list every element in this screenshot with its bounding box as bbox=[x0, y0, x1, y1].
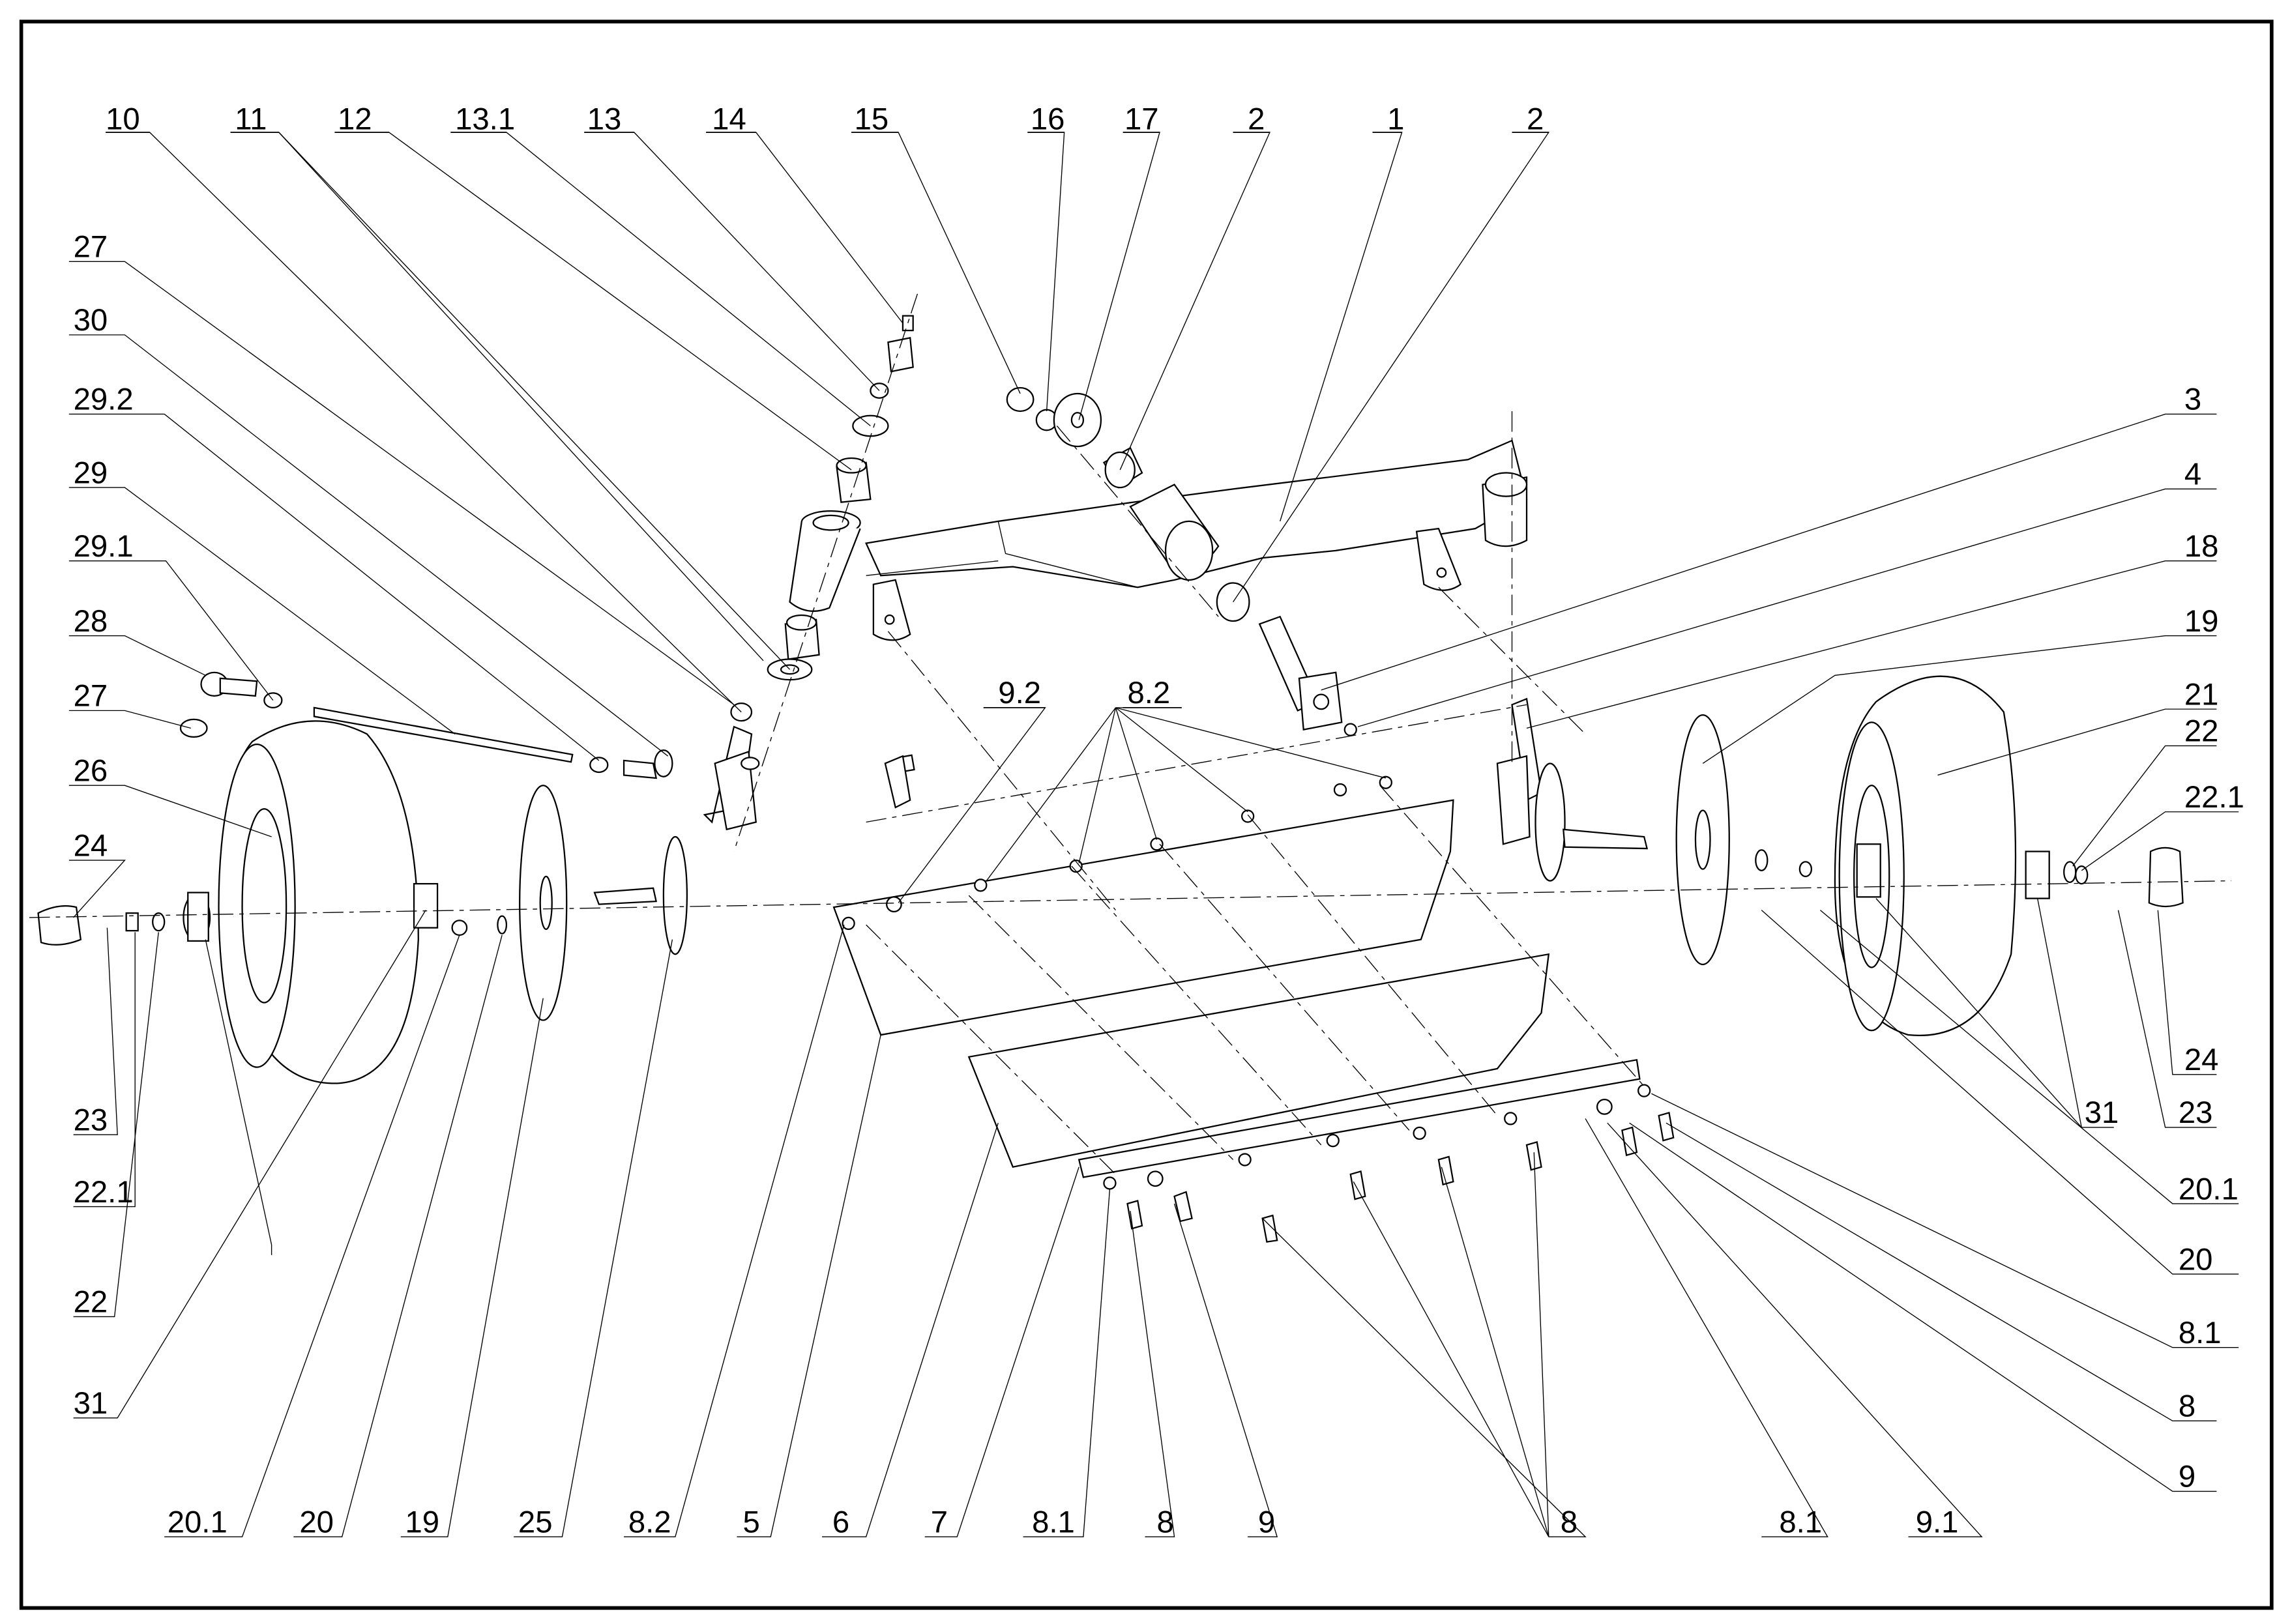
label-31: 31 bbox=[74, 1386, 108, 1421]
center-lines bbox=[29, 293, 2231, 1175]
label-24: 24 bbox=[74, 828, 108, 863]
label-22: 22 bbox=[74, 1285, 108, 1320]
label-8-2b: 8.2 bbox=[1127, 676, 1170, 710]
part-labels-top: 10 11 12 13.1 13 14 15 16 17 2 1 2 bbox=[106, 102, 1544, 137]
label-7: 7 bbox=[931, 1505, 948, 1539]
label-1: 1 bbox=[1387, 102, 1404, 137]
label-19: 19 bbox=[405, 1505, 440, 1539]
label-8b: 8 bbox=[1561, 1505, 1578, 1539]
label-27: 27 bbox=[74, 230, 108, 265]
label-8c: 8 bbox=[2179, 1389, 2195, 1424]
label-8-1c: 8.1 bbox=[2179, 1316, 2222, 1350]
label-16: 16 bbox=[1031, 102, 1065, 137]
fasteners bbox=[842, 776, 1675, 1243]
kingpin-hardware bbox=[767, 315, 915, 809]
part-labels-center: 9.2 8.2 bbox=[998, 676, 1170, 710]
label-8-1b: 8.1 bbox=[1779, 1505, 1822, 1539]
label-22b: 22 bbox=[2184, 714, 2219, 749]
label-26: 26 bbox=[74, 753, 108, 788]
label-30: 30 bbox=[74, 303, 108, 338]
label-15: 15 bbox=[855, 102, 889, 137]
label-31b: 31 bbox=[2085, 1095, 2119, 1130]
drawing-border bbox=[19, 20, 2274, 1610]
parts bbox=[29, 293, 2231, 1243]
label-28: 28 bbox=[74, 604, 108, 639]
left-spindle bbox=[593, 725, 760, 955]
label-20-1: 20.1 bbox=[168, 1505, 228, 1539]
skid-plates bbox=[832, 799, 1641, 1178]
label-9b: 9 bbox=[2179, 1460, 2195, 1494]
part-labels-left: 27 30 29.2 29 29.1 28 27 26 24 23 22.1 2… bbox=[74, 230, 134, 1421]
label-29: 29 bbox=[74, 456, 108, 490]
label-29-2: 29.2 bbox=[74, 383, 134, 417]
right-wheel bbox=[1496, 675, 2184, 1037]
label-11: 11 bbox=[235, 102, 267, 137]
label-9: 9 bbox=[1258, 1505, 1275, 1539]
part-labels-bottom: 20.1 20 19 25 8.2 5 6 7 8.1 8 9 8 8.1 9.… bbox=[168, 1505, 1959, 1539]
label-13-1: 13.1 bbox=[455, 102, 515, 137]
label-13: 13 bbox=[587, 102, 622, 137]
label-2b: 2 bbox=[1527, 102, 1544, 137]
label-8-1: 8.1 bbox=[1032, 1505, 1075, 1539]
label-21: 21 bbox=[2184, 677, 2219, 712]
part-labels-right: 3 4 18 19 21 22 22.1 24 31 23 20.1 20 8.… bbox=[2085, 383, 2244, 1494]
label-underlines bbox=[106, 132, 1549, 708]
label-14: 14 bbox=[712, 102, 746, 137]
label-4: 4 bbox=[2184, 457, 2201, 492]
label-20-1b: 20.1 bbox=[2179, 1172, 2239, 1206]
label-19b: 19 bbox=[2184, 604, 2219, 639]
label-20: 20 bbox=[299, 1505, 334, 1539]
label-9-1: 9.1 bbox=[1916, 1505, 1959, 1539]
label-20b: 20 bbox=[2179, 1242, 2213, 1277]
label-17: 17 bbox=[1124, 102, 1159, 137]
label-3: 3 bbox=[2184, 383, 2201, 417]
label-27b: 27 bbox=[74, 679, 108, 714]
label-23b: 23 bbox=[2179, 1095, 2213, 1130]
label-8: 8 bbox=[1157, 1505, 1174, 1539]
label-2: 2 bbox=[1248, 102, 1265, 137]
label-22-1b: 22.1 bbox=[2184, 780, 2244, 815]
label-22-1: 22.1 bbox=[74, 1175, 134, 1210]
label-25: 25 bbox=[518, 1505, 553, 1539]
label-6: 6 bbox=[832, 1505, 849, 1539]
label-18: 18 bbox=[2184, 529, 2219, 564]
left-wheel bbox=[37, 720, 568, 1084]
label-9-2: 9.2 bbox=[998, 676, 1041, 710]
label-12: 12 bbox=[338, 102, 372, 137]
tie-rod bbox=[179, 671, 753, 779]
label-23: 23 bbox=[74, 1103, 108, 1137]
label-29-1: 29.1 bbox=[74, 529, 134, 564]
label-24b: 24 bbox=[2184, 1043, 2219, 1077]
axle-beam bbox=[789, 439, 1528, 641]
label-8-2: 8.2 bbox=[628, 1505, 671, 1539]
label-10: 10 bbox=[106, 102, 140, 137]
steering-arm-bracket bbox=[1258, 615, 1357, 736]
label-5: 5 bbox=[742, 1505, 759, 1539]
